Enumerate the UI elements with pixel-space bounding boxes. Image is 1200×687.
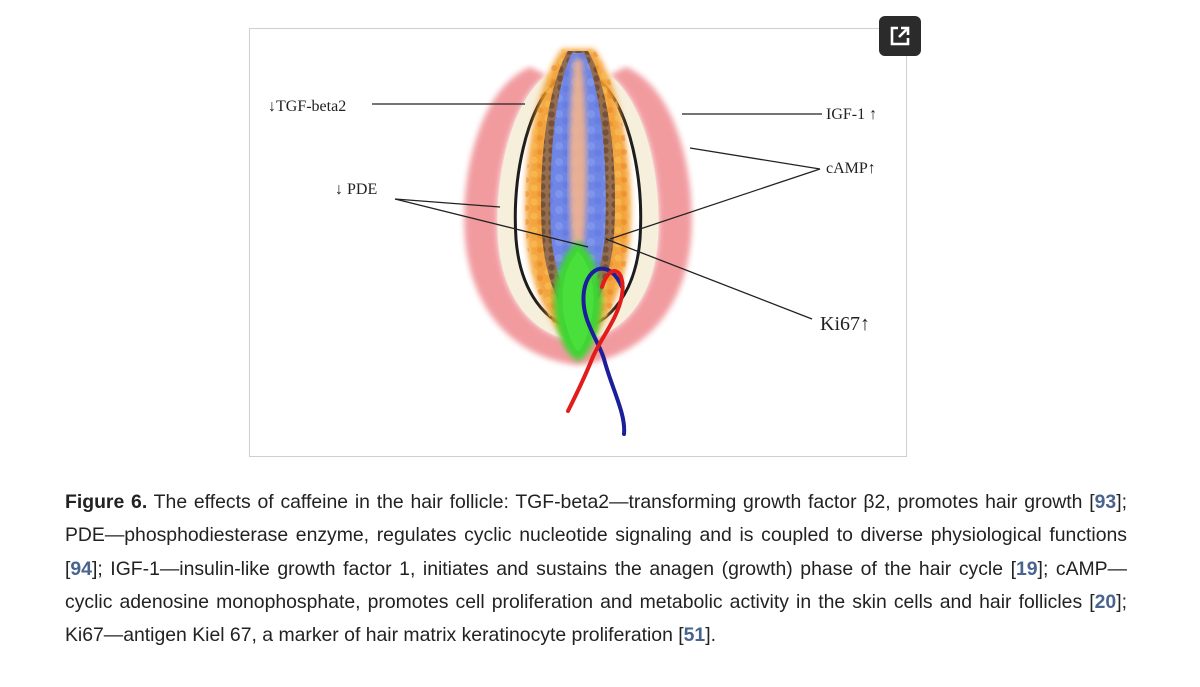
label-tgf-beta2: ↓TGF-beta2	[268, 98, 346, 115]
reference-link[interactable]: 20	[1094, 590, 1117, 613]
caption-text: .	[710, 624, 716, 647]
figure-caption: Figure 6. The effects of caffeine in the…	[65, 491, 1127, 647]
reference-link[interactable]: 19	[1015, 557, 1038, 580]
label-igf-1: IGF-1 ↑	[826, 106, 877, 123]
reference-link[interactable]: 51	[683, 624, 706, 647]
caption-text: ; cAMP—cyclic adenosine monophosphate, p…	[65, 557, 1127, 613]
artery	[566, 269, 625, 413]
figure-label: Figure 6.	[65, 491, 148, 513]
hair-core	[569, 59, 587, 244]
caption-text: ; Ki67—antigen Kiel 67, a marker of hair…	[65, 590, 1127, 647]
reference-link[interactable]: 93	[1094, 491, 1117, 513]
hair-follicle-diagram: ↓TGF-beta2 ↓ PDE IGF-1 ↑ cAMP↑ Ki67↑	[268, 49, 877, 436]
figure-image: ↓TGF-beta2 ↓ PDE IGF-1 ↑ cAMP↑ Ki67↑	[249, 28, 907, 457]
caption-text: ; PDE—phosphodiesterase enzyme, regulate…	[65, 491, 1127, 547]
callout-lines	[372, 103, 822, 320]
expand-figure-button[interactable]	[879, 16, 921, 56]
vein	[581, 266, 627, 436]
caption-text: The effects of caffeine in the hair foll…	[147, 491, 1090, 513]
label-ki67: Ki67↑	[820, 313, 870, 335]
label-camp: cAMP↑	[826, 160, 876, 177]
reference-link[interactable]: 94	[70, 557, 92, 580]
external-link-icon	[890, 26, 910, 46]
caption-text: ; IGF-1—insulin-like growth factor 1, in…	[97, 557, 1011, 580]
label-pde: ↓ PDE	[335, 181, 377, 198]
